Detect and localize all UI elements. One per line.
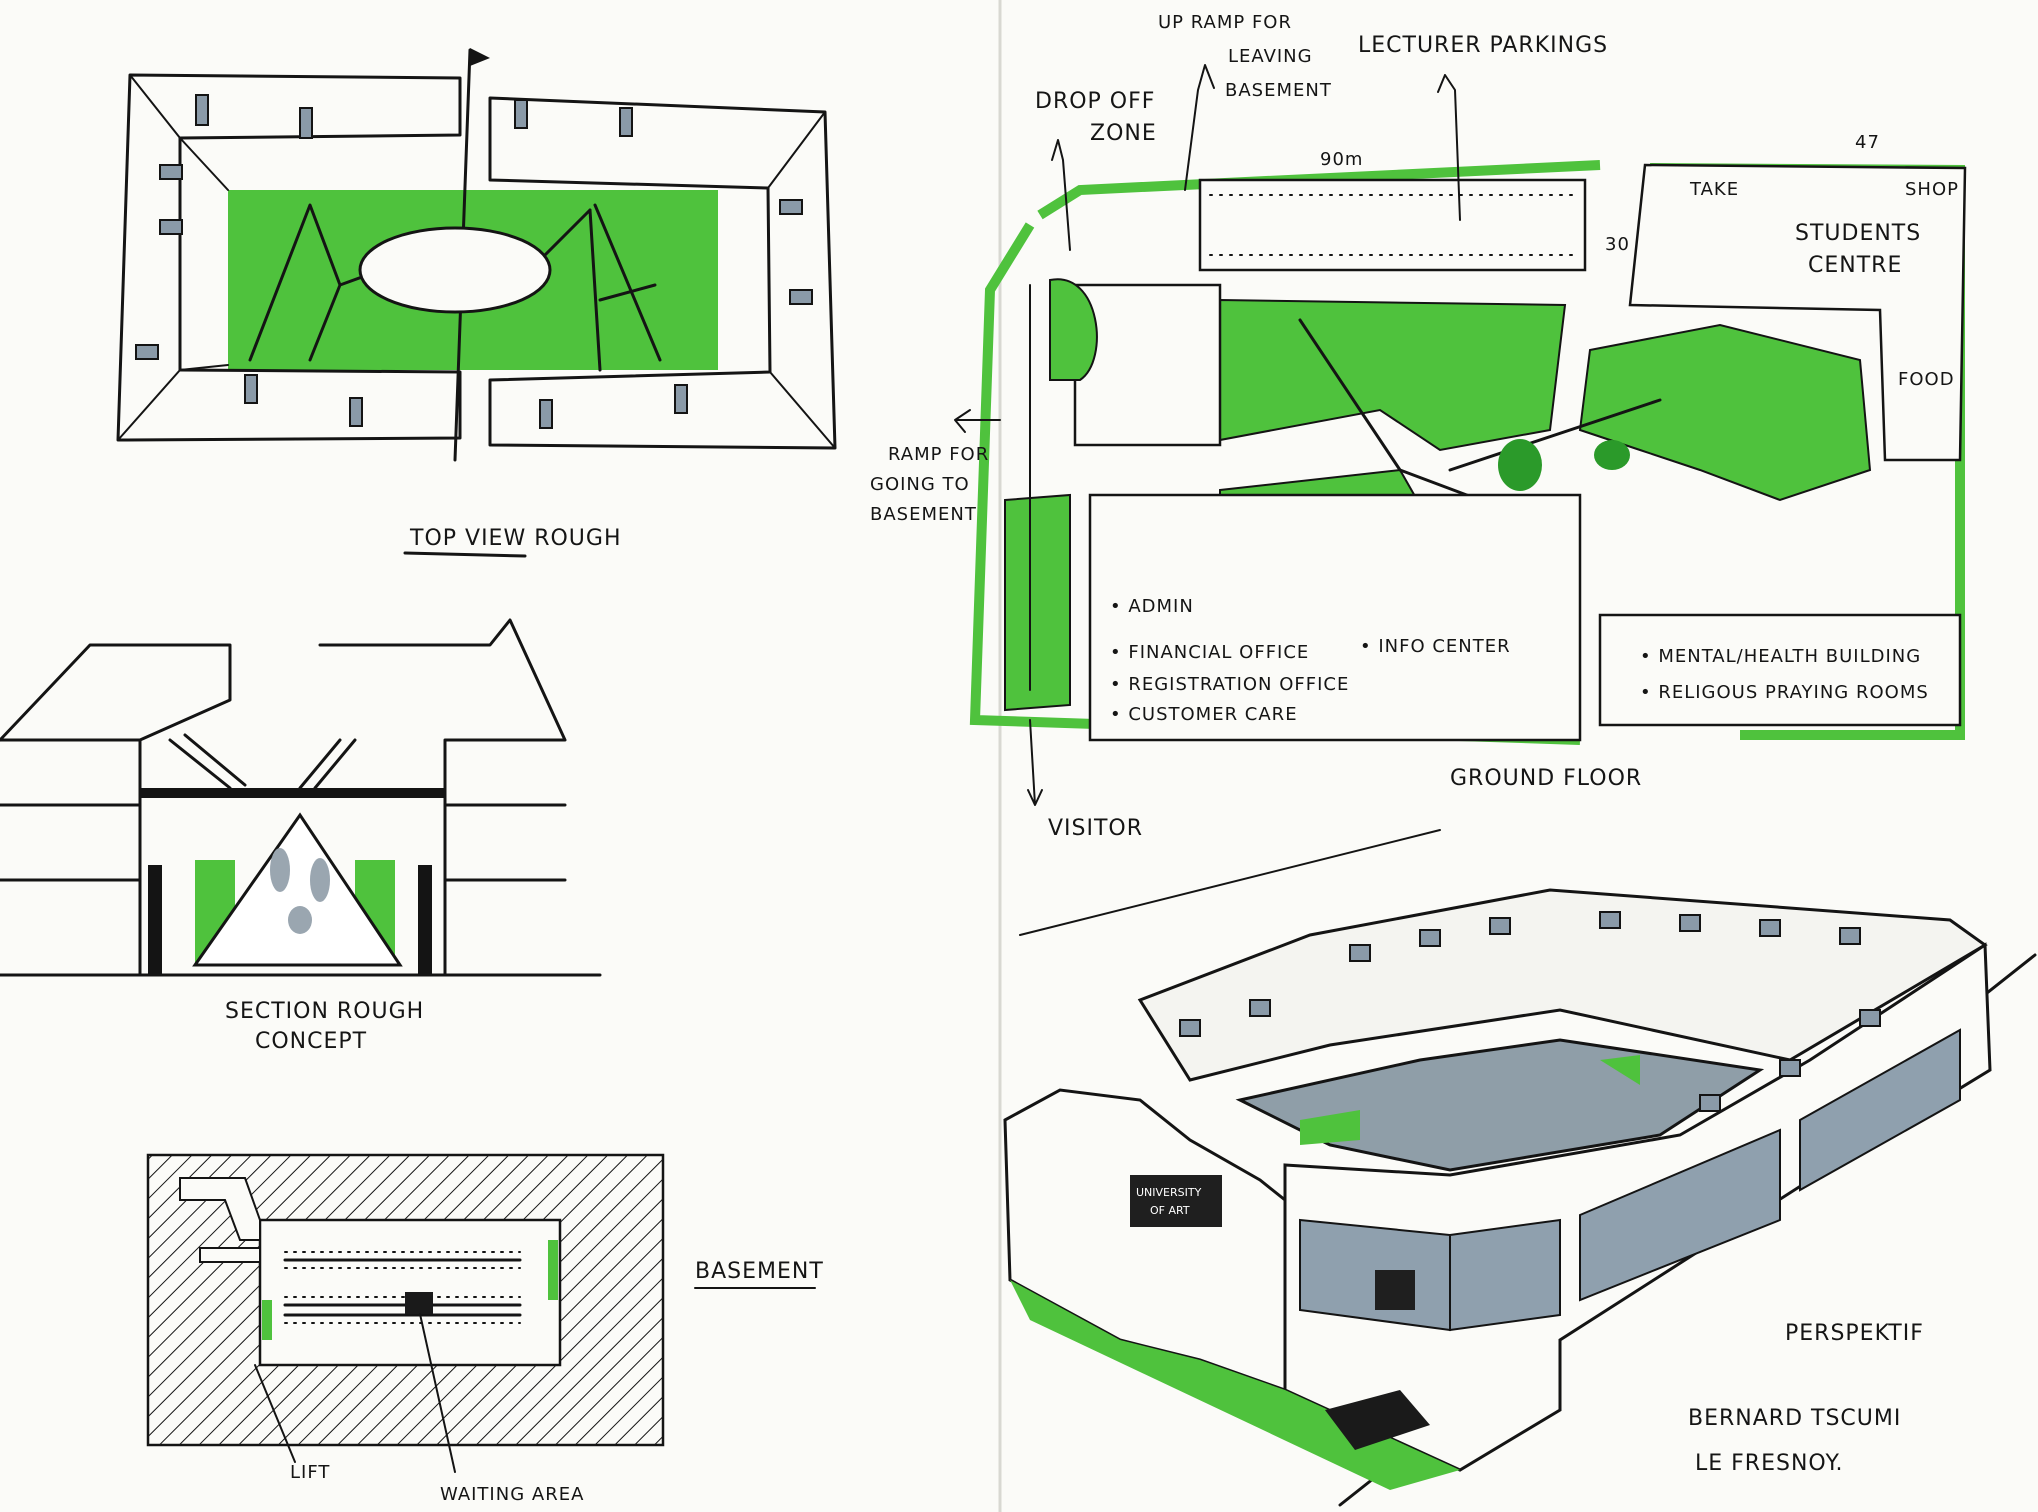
perspective-label: PERSPEKTIF: [1785, 1321, 1924, 1346]
section-label-1: SECTION ROUGH: [225, 999, 424, 1024]
north-flag-icon: [470, 48, 490, 66]
registration-office-label: • REGISTRATION OFFICE: [1110, 674, 1349, 695]
ground-floor-label: GROUND FLOOR: [1450, 766, 1642, 791]
ramp-going-label-2: GOING TO: [870, 474, 970, 495]
lift-label: LIFT: [290, 1462, 330, 1483]
visitor-label: VISITOR: [1048, 816, 1143, 841]
top-view-plan: TOP VIEW ROUGH: [116, 48, 837, 558]
lecturer-parkings-label: LECTURER PARKINGS: [1358, 33, 1608, 58]
health-building: [1598, 613, 1962, 727]
shop-label: SHOP: [1905, 179, 1959, 200]
perspective-roof-north: [1137, 888, 1988, 1082]
university-sign: [1130, 1175, 1222, 1227]
ramp-going-label-3: BASEMENT: [870, 504, 977, 525]
ramp-going-label-1: RAMP FOR: [888, 444, 989, 465]
section-canopy: [192, 812, 403, 967]
drop-off-label-1: DROP OFF: [1035, 89, 1155, 114]
students-centre: [1628, 163, 1967, 462]
reference-label-1: BERNARD TSCUMI: [1688, 1406, 1901, 1431]
basement-plan: LIFT WAITING AREA BASEMENT: [146, 1153, 824, 1505]
central-green-north: [1219, 298, 1567, 452]
ramp-leaving-label-1: UP RAMP FOR: [1158, 12, 1292, 33]
customer-care-label: • CUSTOMER CARE: [1110, 704, 1298, 725]
waiting-area-label: WAITING AREA: [440, 1484, 584, 1505]
basement-ramp: [179, 1177, 261, 1241]
width-90m-label: 90m: [1320, 149, 1363, 170]
admin-label: • ADMIN: [1110, 596, 1194, 617]
perspective-glazing: [1299, 1028, 1961, 1332]
dim-30-label: 30: [1605, 234, 1630, 255]
students-centre-label-2: CENTRE: [1808, 253, 1902, 278]
sign-label-2: OF ART: [1150, 1204, 1190, 1217]
drop-off-label-2: ZONE: [1090, 121, 1157, 146]
perspective-drawing: UNIVERSITY OF ART PERSPEKTIF BERNARD TSC…: [1003, 829, 2037, 1507]
section-label-2: CONCEPT: [255, 1029, 367, 1054]
mental-health-label: • MENTAL/HEALTH BUILDING: [1640, 646, 1921, 667]
top-view-underline: [403, 551, 527, 558]
food-label: FOOD: [1898, 369, 1955, 390]
top-view-label: TOP VIEW ROUGH: [409, 526, 622, 551]
financial-office-label: • FINANCIAL OFFICE: [1110, 642, 1309, 663]
roof-windows: [135, 94, 813, 429]
students-centre-label-1: STUDENTS: [1795, 221, 1921, 246]
sign-label-1: UNIVERSITY: [1136, 1186, 1202, 1199]
perspective-roof-windows: [1179, 911, 1881, 1112]
admin-building: [1088, 493, 1582, 742]
religious-rooms-label: • RELIGOUS PRAYING ROOMS: [1640, 682, 1929, 703]
ramp-leaving-label-2: LEAVING: [1228, 46, 1313, 67]
section-bridge: [140, 788, 445, 798]
east-green: [1578, 323, 1872, 502]
parking-rows: [283, 1251, 522, 1324]
west-buildings: [1073, 283, 1222, 447]
reference-label-2: LE FRESNOY.: [1695, 1451, 1844, 1476]
central-plaza: [358, 226, 552, 314]
lecturer-parking: [1198, 178, 1587, 272]
waiting-area-box: [405, 1292, 433, 1314]
ramp-leaving-label-3: BASEMENT: [1225, 80, 1332, 101]
page-number: 47: [1855, 132, 1880, 153]
ground-floor-plan: LECTURER PARKINGS UP RAMP FOR LEAVING BA…: [870, 12, 1967, 841]
basement-label: BASEMENT: [695, 1259, 824, 1284]
take-label: TAKE: [1689, 179, 1739, 200]
section-drawing: SECTION ROUGH CONCEPT: [0, 618, 602, 1054]
perspective-west-block: [1003, 1088, 1287, 1393]
section-stairs: [168, 733, 357, 790]
east-wing: [488, 96, 837, 450]
info-center-label: • INFO CENTER: [1360, 636, 1511, 657]
